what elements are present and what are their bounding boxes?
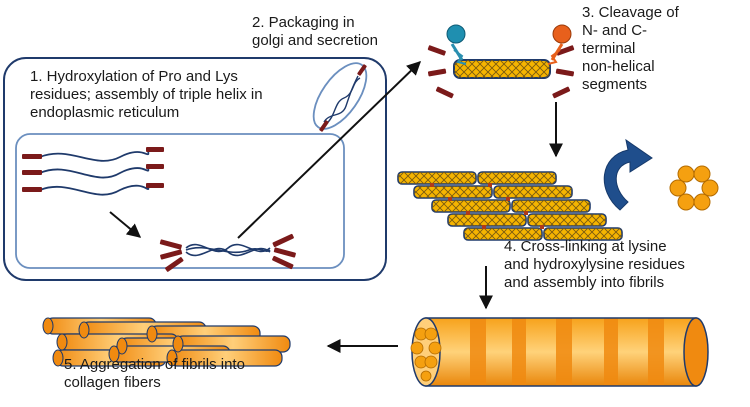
procollagen-propeptides — [22, 147, 164, 192]
fibril-cross-section — [669, 165, 719, 211]
er-assembly-arrow — [109, 211, 142, 238]
procollagen-chains — [39, 149, 150, 196]
step3-label-line4: non-helical — [582, 58, 655, 75]
fiber-end-caps — [42, 317, 184, 367]
cleaved-propeptides — [427, 45, 575, 99]
collagen-fibril — [410, 317, 709, 387]
step2-label-line2: golgi and secretion — [252, 32, 378, 49]
step1-label-line3: endoplasmic reticulum — [30, 104, 180, 121]
triple-helix-er — [185, 243, 271, 257]
secretory-vesicle — [312, 62, 368, 130]
triple-helix-propeptides — [159, 233, 296, 272]
step3-label-line1: 3. Cleavage of — [582, 4, 679, 21]
staggered-hatch — [398, 172, 622, 240]
endoplasmic-reticulum — [15, 133, 345, 269]
step5-label-line1: 5. Aggregation of fibrils into — [64, 356, 245, 373]
crosslinks — [430, 183, 544, 229]
step3-label-line5: segments — [582, 76, 648, 93]
step4-label-line2: and hydroxylysine residues — [504, 256, 685, 273]
step3-label-line3: terminal — [582, 40, 636, 57]
cleavage-enzyme-right — [547, 24, 572, 65]
cell-compartment — [3, 57, 387, 281]
step1-label-line1: 1. Hydroxylation of Pro and Lys — [30, 68, 238, 85]
rotation-arrow-icon — [603, 138, 653, 211]
step2-label-line1: 2. Packaging in — [252, 14, 355, 31]
step5-label-line2: collagen fibers — [64, 374, 161, 391]
step4-label-line1: 4. Cross-linking at lysine — [504, 238, 667, 255]
collagen-fiber-bundle — [45, 317, 291, 367]
step3-label-line2: N- and C- — [582, 22, 648, 39]
cleavage-enzyme-left — [446, 24, 467, 65]
step1-label-line2: residues; assembly of triple helix in — [30, 86, 263, 103]
secretion-arrow — [237, 61, 422, 239]
vesicle-helix — [323, 75, 361, 125]
step4-label-line3: and assembly into fibrils — [504, 274, 665, 291]
